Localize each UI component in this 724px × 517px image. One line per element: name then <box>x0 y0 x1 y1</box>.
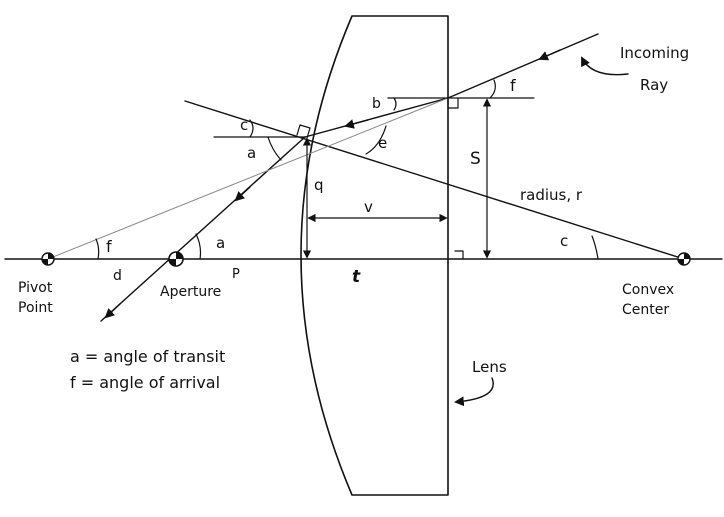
label-dist-q: q <box>314 176 324 194</box>
arc-f-bottom <box>95 238 100 260</box>
label-center: Center <box>622 302 669 318</box>
radius-line <box>184 100 685 260</box>
outgoing-ray-arrow-2 <box>104 303 121 319</box>
incoming-ray-pointer <box>581 56 629 76</box>
arc-a-upper <box>267 136 282 161</box>
label-angle-b: b <box>372 96 381 112</box>
convex-center-marker <box>677 252 691 266</box>
outgoing-ray <box>100 136 306 322</box>
label-ray: Ray <box>640 76 668 94</box>
lens-outline <box>300 15 449 496</box>
aperture-marker <box>168 251 184 267</box>
label-pivot: Pivot <box>18 280 53 296</box>
right-angle-lower <box>296 124 311 139</box>
arc-b <box>393 97 397 111</box>
label-angle-e: e <box>378 134 387 152</box>
legend-line-2: f = angle of arrival <box>70 373 220 392</box>
legend-line-1: a = angle of transit <box>70 347 225 366</box>
label-dist-t: t <box>352 267 361 287</box>
arc-c-bottom <box>591 235 599 260</box>
label-angle-c-top: c <box>240 116 248 134</box>
right-angle-axis <box>454 250 464 260</box>
incoming-ray-arrow <box>538 49 561 61</box>
label-dist-v: v <box>364 198 373 216</box>
arc-f-top <box>489 79 496 99</box>
arc-c-top <box>249 119 254 138</box>
label-angle-f-bottom: f <box>106 237 112 256</box>
incoming-ray <box>447 33 599 99</box>
label-lens: Lens <box>472 358 507 376</box>
ray-in-lens-arrow <box>344 119 369 129</box>
label-convex: Convex <box>622 282 674 298</box>
label-dist-p: P <box>232 267 240 282</box>
label-angle-a-upper: a <box>247 144 256 162</box>
label-angle-a-lower: a <box>216 234 225 252</box>
label-angle-c-bottom: c <box>560 232 568 250</box>
label-dist-s: S <box>470 149 481 169</box>
outgoing-ray-arrow-1 <box>234 186 251 202</box>
label-radius: radius, r <box>520 186 583 204</box>
label-angle-f-top: f <box>510 76 516 95</box>
right-angle-upper <box>447 97 459 109</box>
label-incoming: Incoming <box>620 44 689 62</box>
lens-pointer <box>454 377 494 407</box>
label-aperture: Aperture <box>160 284 221 300</box>
label-dist-d: d <box>113 268 122 284</box>
label-point: Point <box>18 300 53 316</box>
ray-in-lens <box>304 97 449 138</box>
pivot-point-marker <box>41 252 55 266</box>
pivot-construction-line <box>47 97 449 260</box>
arc-e <box>365 125 387 155</box>
arc-a-lower <box>195 233 202 260</box>
